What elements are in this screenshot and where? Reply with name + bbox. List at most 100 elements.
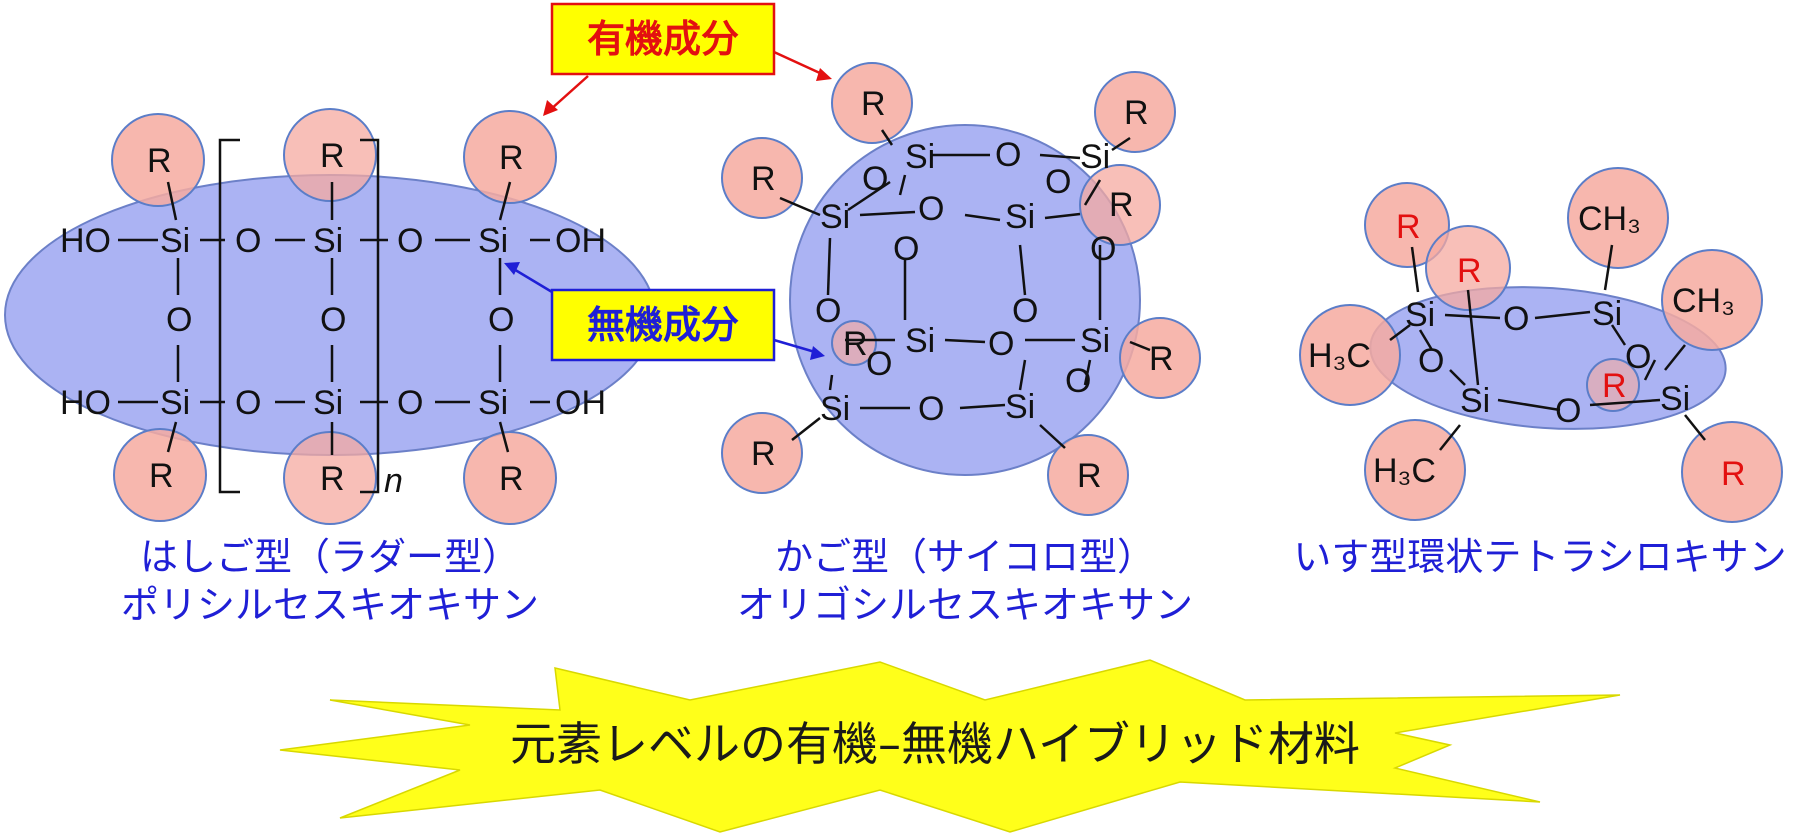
atom-si: Si [905, 322, 935, 360]
atom-r: R [147, 142, 172, 180]
atom-o: O [1625, 338, 1651, 376]
atom-si: Si [478, 222, 508, 260]
atom-r: R [320, 460, 345, 498]
organic-callout-box [550, 2, 776, 76]
atom-r: R [1149, 340, 1174, 378]
organic-arrowhead-right [816, 68, 832, 81]
cage-structure: Si O Si O O Si O Si O O O O Si O Si O O … [721, 62, 1201, 516]
atom-oh: OH [555, 384, 606, 422]
organic-r-circle [283, 108, 377, 202]
atom-ch3: CH₃ [1672, 282, 1735, 320]
organic-arrow-left [549, 75, 589, 111]
organic-r-circle [1079, 164, 1161, 246]
atom-o: O [488, 301, 514, 339]
atom-r: R [499, 460, 524, 498]
organic-r-circle [1567, 167, 1669, 269]
atom-si: Si [1460, 382, 1490, 420]
atom-o: O [1045, 163, 1071, 201]
organic-r-circle [463, 110, 557, 204]
organic-r-circle [463, 431, 557, 525]
caption-ladder-line2: ポリシルセスキオキサン [121, 583, 539, 627]
banner-label: 元素レベルの有機–無機ハイブリッド材料 [510, 717, 1360, 771]
atom-r: R [843, 325, 868, 363]
organic-arrow-right [773, 50, 823, 76]
inorganic-region-cage [789, 124, 1141, 476]
atom-r: R [320, 137, 345, 175]
atom-si: Si [1660, 380, 1690, 418]
atom-o: O [988, 325, 1014, 363]
inorganic-arrowhead-up [504, 262, 520, 275]
organic-r-circle [1364, 419, 1466, 521]
starburst-shape [279, 659, 1621, 833]
ladder-structure: HO Si O Si O Si OH O O O HO Si O Si O Si… [4, 108, 656, 525]
atom-si: Si [820, 390, 850, 428]
organic-r-circle [1047, 434, 1129, 516]
atom-si: Si [1080, 138, 1110, 176]
organic-r-circle [1364, 182, 1450, 268]
atom-si: Si [1005, 198, 1035, 236]
atom-o: O [235, 384, 261, 422]
atom-o: O [1090, 230, 1116, 268]
organic-r-circle [111, 113, 205, 207]
organic-r-circle [1094, 71, 1176, 153]
organic-arrowhead-left [543, 100, 558, 116]
atom-r: R [751, 160, 776, 198]
inorganic-arrow-right [773, 338, 816, 354]
atom-o: O [1065, 362, 1091, 400]
atom-r: R [1457, 252, 1482, 290]
atom-si: Si [905, 138, 935, 176]
atom-o: O [918, 390, 944, 428]
organic-r-circle [1586, 358, 1640, 412]
atom-si: Si [313, 384, 343, 422]
organic-r-circle [283, 431, 377, 525]
atom-r: R [149, 457, 174, 495]
organic-r-circle [113, 428, 207, 522]
caption-cage-line2: オリゴシルセスキオキサン [737, 583, 1193, 627]
caption-cage-line1: かご型（サイコロ型） [775, 535, 1155, 579]
atom-o: O [320, 301, 346, 339]
atom-o: O [862, 160, 888, 198]
atom-o: O [918, 190, 944, 228]
atom-r: R [499, 139, 524, 177]
inorganic-callout-box [550, 288, 776, 362]
organic-callout: 有機成分 [543, 2, 832, 116]
organic-r-circle [721, 412, 803, 494]
atom-r: R [751, 435, 776, 473]
atom-r: R [1124, 94, 1149, 132]
atom-ho: HO [60, 384, 111, 422]
organic-r-circle [1681, 421, 1783, 523]
atom-o: O [995, 136, 1021, 174]
atom-oh: OH [555, 222, 606, 260]
caption-ladder-line1: はしご型（ラダー型） [140, 535, 520, 579]
organic-r-circle [1299, 304, 1401, 406]
atom-si: Si [1405, 296, 1435, 334]
atom-r: R [1602, 367, 1627, 405]
atom-si: Si [478, 384, 508, 422]
caption-chair: いす型環状テトラシロキサン [1293, 535, 1786, 579]
hybrid-banner: 元素レベルの有機–無機ハイブリッド材料 [279, 659, 1621, 833]
atom-o: O [866, 345, 892, 383]
organic-r-circle [1119, 317, 1201, 399]
organic-r-circle [1425, 225, 1511, 311]
atom-si: Si [313, 222, 343, 260]
atom-r: R [1721, 455, 1746, 493]
atom-si: Si [1592, 295, 1622, 333]
atom-ho: HO [60, 222, 111, 260]
chair-structure: Si O Si O O Si O Si R R R R CH₃ CH₃ H₃C … [1299, 167, 1783, 523]
atom-si: Si [1005, 388, 1035, 426]
atom-o: O [1012, 292, 1038, 330]
atom-si: Si [160, 222, 190, 260]
atom-o: O [1503, 300, 1529, 338]
atom-r: R [1109, 186, 1134, 224]
organic-r-circle [1661, 249, 1763, 351]
atom-si: Si [1080, 322, 1110, 360]
atom-o: O [397, 222, 423, 260]
inorganic-arrow-up [511, 266, 553, 294]
inorganic-callout-label: 無機成分 [587, 303, 739, 347]
repeat-index-n: n [384, 462, 403, 500]
atom-o: O [235, 222, 261, 260]
atom-o: O [1555, 392, 1581, 430]
atom-si: Si [820, 198, 850, 236]
atom-o: O [893, 230, 919, 268]
